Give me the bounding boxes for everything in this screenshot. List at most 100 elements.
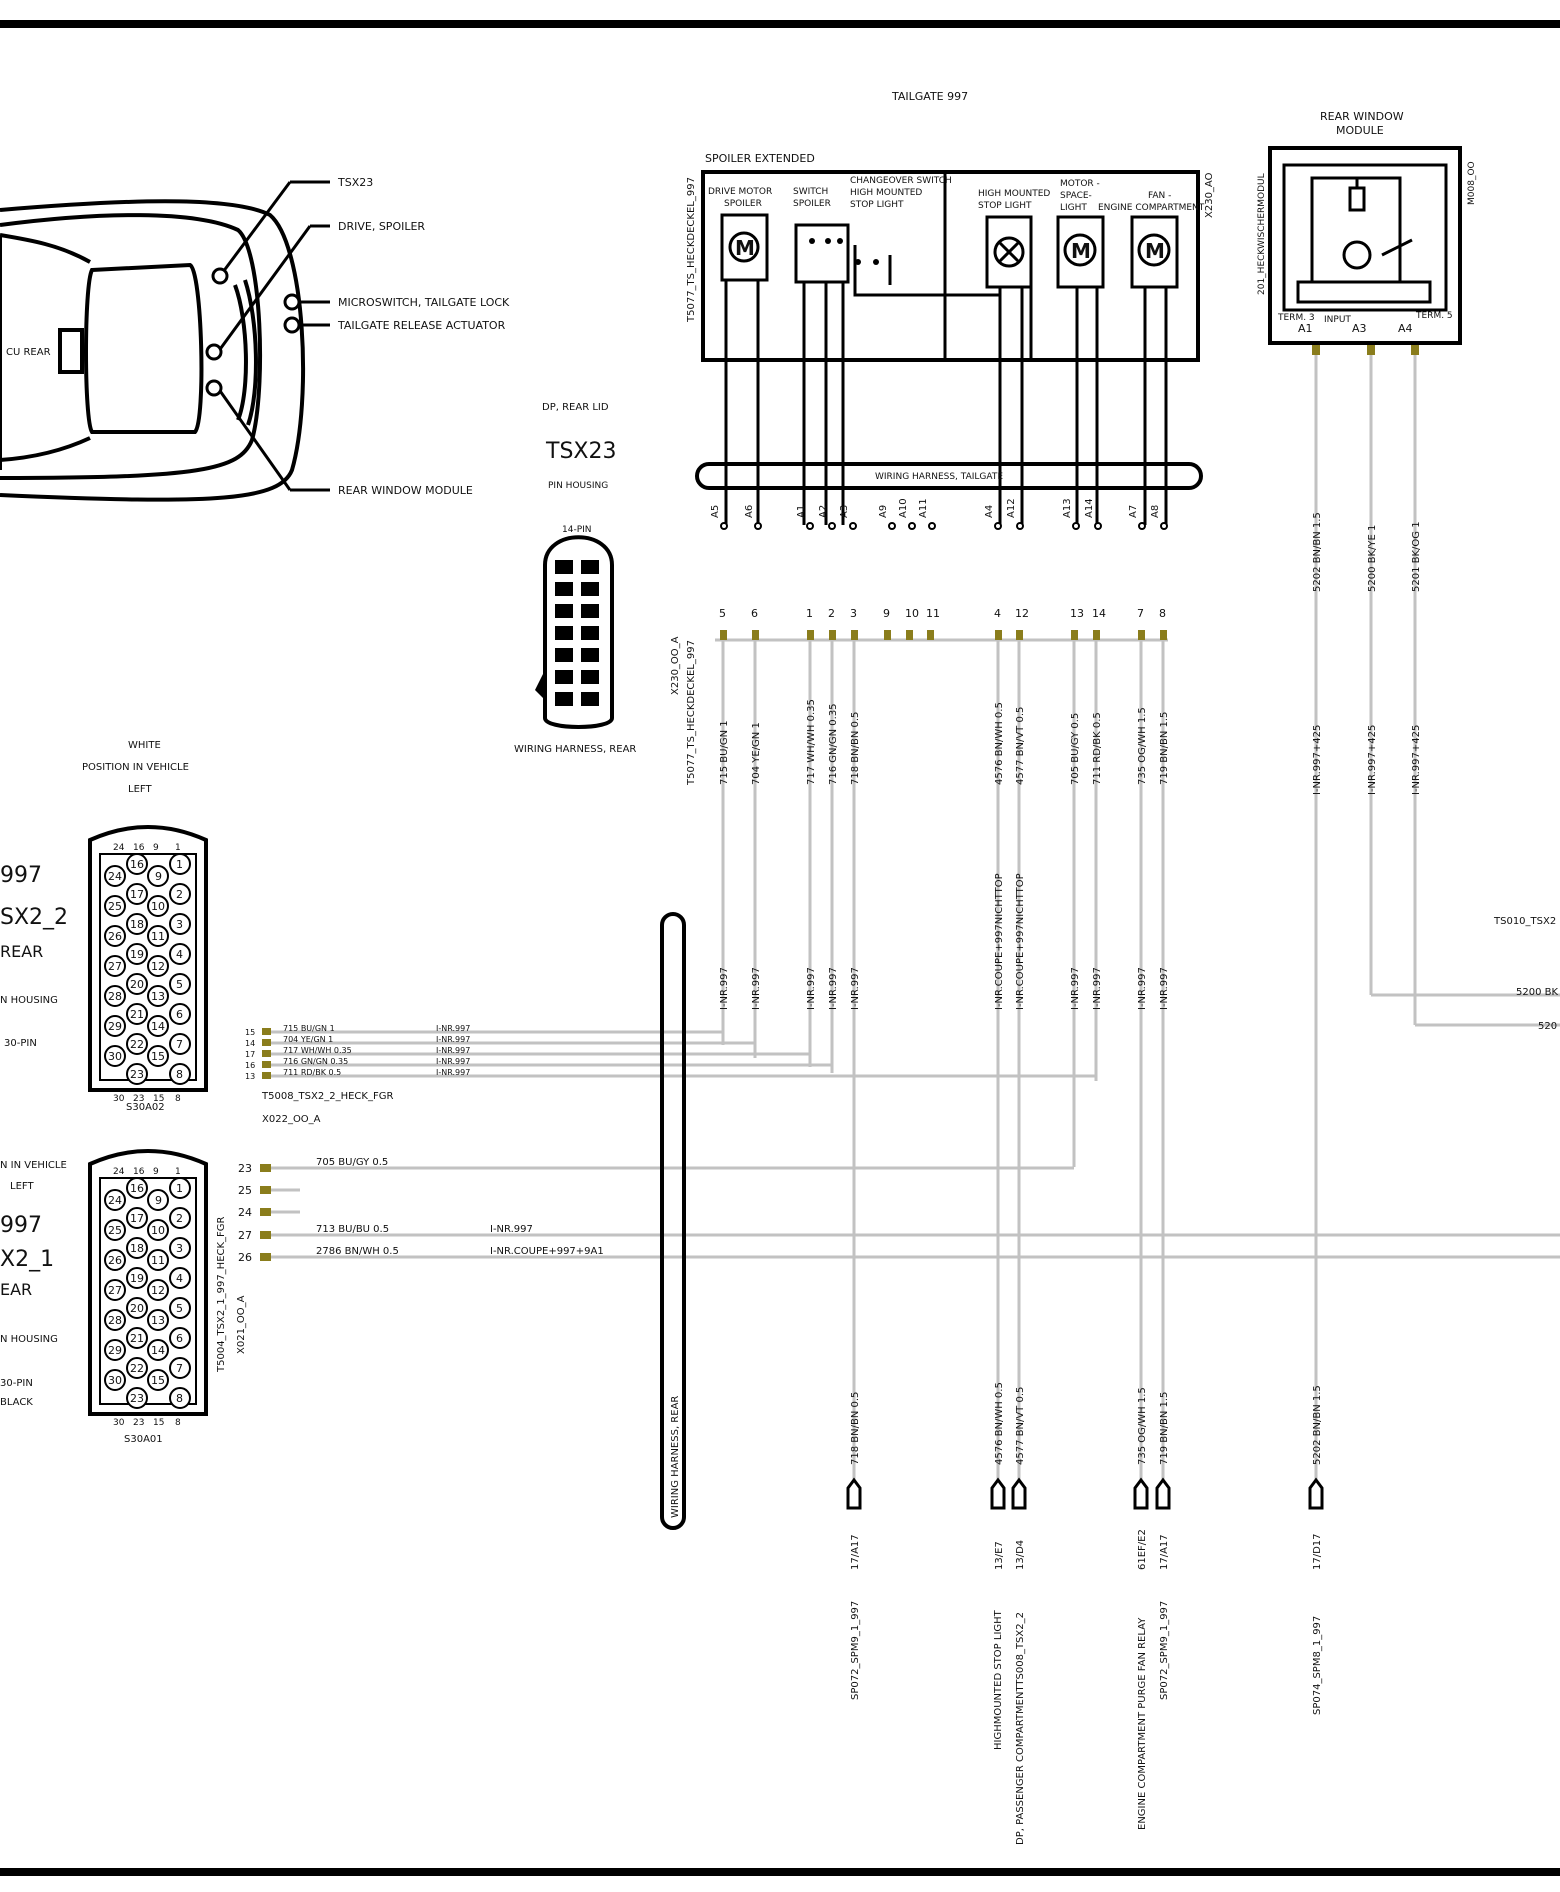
tsx23-cell — [581, 670, 599, 684]
tailgate-box — [701, 170, 1200, 362]
connector-pin — [169, 1063, 191, 1085]
fan-label-1: FAN - — [1148, 191, 1171, 201]
connector-top-number: 1 — [175, 843, 181, 853]
lower-row-nr-label: I-NR.997 — [490, 1224, 533, 1235]
tailgate-pin-dot — [720, 522, 728, 530]
upper-position-label: POSITION IN VEHICLE — [82, 762, 189, 773]
connector-pin — [147, 1189, 169, 1211]
car-label-release-actuator: TAILGATE RELEASE ACTUATOR — [337, 319, 506, 332]
tsx23-cell — [581, 626, 599, 640]
connector-pin — [104, 985, 126, 1007]
connector-pin-number: 13 — [151, 990, 165, 1003]
upper-row-pin: 16 — [245, 1061, 255, 1070]
rw-wire-lower-1: I-NR.997+425 — [1312, 725, 1323, 795]
connector-pin — [147, 955, 169, 977]
lower-partial-8: BLACK — [0, 1397, 33, 1408]
connector-pin-number: 11 — [151, 930, 165, 943]
connector-pin-number: 9 — [155, 1194, 162, 1207]
rear-window-side-right: M008_OO — [1467, 161, 1477, 205]
x230-wire-label: 735 OG/WH 1.5 — [1137, 707, 1148, 785]
bottom-wire-label: 4577 BN/VT 0.5 — [1015, 1387, 1026, 1465]
connector-bottom-number: 23 — [133, 1094, 144, 1104]
tsx23-cell — [555, 626, 573, 640]
x230-side-label-1: X230_OO_A — [670, 636, 681, 695]
top-border — [0, 20, 1560, 28]
tailgate-pin-label: A6 — [744, 505, 755, 518]
connector-pin-number: 27 — [108, 960, 122, 973]
lower-row-marker — [260, 1253, 271, 1261]
x230-pin-marker — [829, 630, 836, 640]
connector-pin — [104, 895, 126, 917]
terminal-arrow-icon — [1308, 1477, 1324, 1510]
bottom-border — [0, 1868, 1560, 1876]
tailgate-pin-label: A13 — [1062, 498, 1073, 518]
connector-pin — [169, 1267, 191, 1289]
connector-pin-number: 10 — [151, 1224, 165, 1237]
tailgate-pin-dot — [1160, 522, 1168, 530]
connector-bottom-number: 8 — [175, 1418, 181, 1428]
connector-pin — [147, 895, 169, 917]
tailgate-pin-label: A12 — [1006, 498, 1017, 518]
connector-pin — [126, 1177, 148, 1199]
car-label-microswitch: MICROSWITCH, TAILGATE LOCK — [338, 296, 510, 309]
tsx23-cell — [555, 582, 573, 596]
connector-pin — [126, 1003, 148, 1025]
connector-pin — [147, 1369, 169, 1391]
connector-pin-number: 23 — [130, 1068, 144, 1081]
changeover-label-3: STOP LIGHT — [850, 200, 904, 210]
bottom-dest-label: HIGHMOUNTED STOP LIGHT — [993, 1609, 1004, 1750]
x230-pin-number: 4 — [994, 607, 1001, 620]
tailgate-pin-dot — [1072, 522, 1080, 530]
rear-window-title-1: REAR WINDOW — [1320, 110, 1404, 123]
connector-pin — [169, 913, 191, 935]
connector-inner — [99, 853, 197, 1081]
lower-partial-5: EAR — [0, 1280, 32, 1299]
rear-window-wires — [1314, 355, 1560, 1500]
connector-pin-number: 14 — [151, 1344, 165, 1357]
x230-pin-marker — [995, 630, 1002, 640]
connector-pin-number: 26 — [108, 930, 122, 943]
x230-pin-marker — [720, 630, 727, 640]
connector-top-number: 9 — [153, 843, 159, 853]
tailgate-pin-dot — [1016, 522, 1024, 530]
x230-pin-number: 6 — [751, 607, 758, 620]
car-markers — [205, 267, 301, 397]
changeover-label-1: CHANGEOVER SWITCH — [850, 176, 952, 186]
connector-pin-number: 30 — [108, 1374, 122, 1387]
connector-pin-number: 21 — [130, 1008, 144, 1021]
upper-partial-sx2: SX2_2 — [0, 905, 68, 930]
connector-pin — [126, 1387, 148, 1409]
x230-pin-number: 5 — [719, 607, 726, 620]
car-label-tsx23: TSX23 — [337, 176, 373, 189]
connector-pin — [126, 1033, 148, 1055]
connector-pin-number: 29 — [108, 1020, 122, 1033]
connector-pin-number: 22 — [130, 1038, 144, 1051]
x230-pin-number: 2 — [828, 607, 835, 620]
x230-nr-label: I-NR.997 — [828, 967, 839, 1010]
tsx23-dp-label: DP, REAR LID — [542, 402, 609, 413]
x230-wire-label: 4577 BN/VT 0.5 — [1015, 707, 1026, 785]
right-ts010-label: TS010_TSX2 — [1493, 916, 1556, 927]
connector-pin — [169, 1297, 191, 1319]
tailgate-pin-dot — [828, 522, 836, 530]
connector-pin — [169, 1237, 191, 1259]
lower-row-wire-label: 2786 BN/WH 0.5 — [316, 1246, 399, 1257]
connector-pin — [169, 853, 191, 875]
tsx23-cell — [581, 604, 599, 618]
connector-pin — [126, 913, 148, 935]
upper-row-marker — [262, 1028, 271, 1035]
x230-pin-marker — [752, 630, 759, 640]
lower-row-nr-label: I-NR.COUPE+997+9A1 — [490, 1246, 604, 1257]
connector-pin — [104, 925, 126, 947]
spoiler-extended-label: SPOILER EXTENDED — [705, 152, 815, 165]
tailgate-pin-dot — [754, 522, 762, 530]
bottom-wire-label: 735 OG/WH 1.5 — [1137, 1387, 1148, 1465]
upper-connector-name: S30A02 — [126, 1102, 165, 1113]
x230-nr-label: I-NR.997 — [806, 967, 817, 1010]
connector-pin-number: 17 — [130, 1212, 144, 1225]
upper-row-wire-label: 716 GN/GN 0.35 — [283, 1057, 348, 1066]
